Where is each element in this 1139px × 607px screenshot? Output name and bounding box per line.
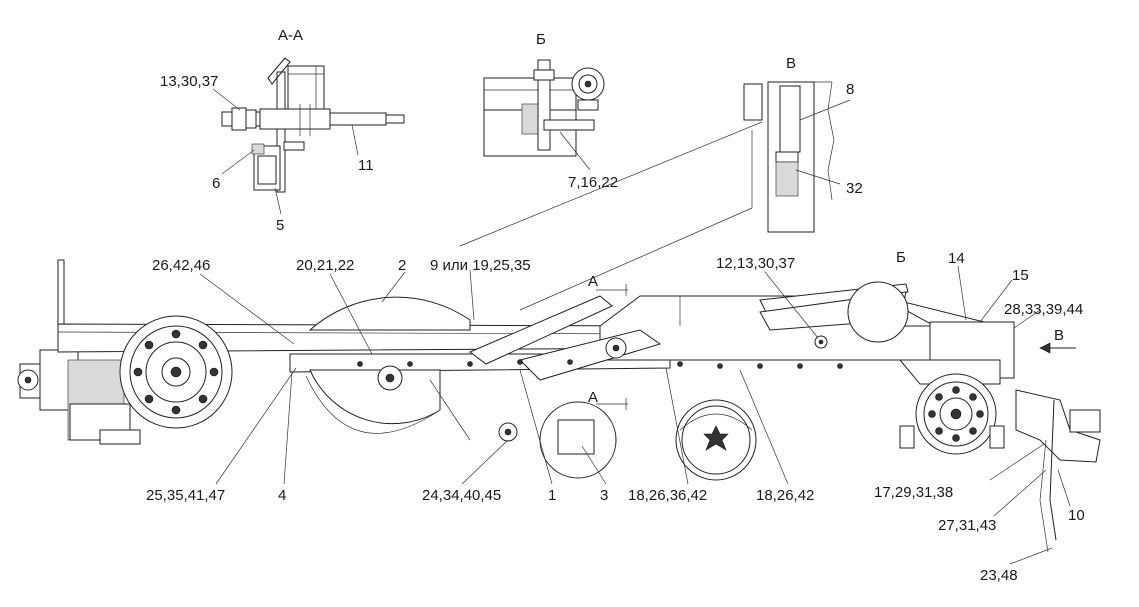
callout-3: 3 <box>600 487 608 504</box>
callout-7-16-22: 7,16,22 <box>568 174 618 191</box>
callout-18-26-42: 18,26,42 <box>756 487 814 504</box>
callout-23-48: 23,48 <box>980 567 1018 584</box>
callout-14: 14 <box>948 250 965 267</box>
callout-17-29-31-38: 17,29,31,38 <box>874 484 953 501</box>
rear-wheel-hub <box>899 373 1005 455</box>
view-b-title: Б <box>536 31 546 48</box>
section-aa-title: А-А <box>278 27 303 44</box>
callout-15: 15 <box>1012 267 1029 284</box>
projection-line-v-1 <box>459 121 763 247</box>
detail-section-aa: А-А 13,30,37 11 6 5 <box>160 27 405 234</box>
callout-6: 6 <box>212 175 220 192</box>
callout-25-35-41-47: 25,35,41,47 <box>146 487 225 504</box>
callout-13-30-37: 13,30,37 <box>160 73 218 90</box>
callout-9-19-25-35: 9 или 19,25,35 <box>430 257 531 274</box>
callout-12-13-30-37: 12,13,30,37 <box>716 255 795 272</box>
callout-leaders <box>199 265 1071 565</box>
front-wheel-hub <box>119 315 233 429</box>
section-marker-a-top: А <box>588 273 598 290</box>
callout-20-21-22: 20,21,22 <box>296 257 354 274</box>
callout-11: 11 <box>358 157 374 174</box>
section-marker-b-frame: Б <box>896 249 906 266</box>
callout-18-26-36-42: 18,26,36,42 <box>628 487 707 504</box>
view-v-arrow-label: В <box>1054 327 1064 344</box>
main-chassis: А А Б В <box>17 249 1101 553</box>
callout-5: 5 <box>276 217 284 234</box>
callout-4: 4 <box>278 487 286 504</box>
callout-10: 10 <box>1068 507 1085 524</box>
callout-labels: 26,42,46 20,21,22 2 9 или 19,25,35 12,13… <box>146 250 1085 584</box>
callout-27-31-43: 27,31,43 <box>938 517 996 534</box>
view-v-title: В <box>786 55 796 72</box>
callout-1: 1 <box>548 487 556 504</box>
callout-28-33-39-44: 28,33,39,44 <box>1004 301 1083 318</box>
callout-2: 2 <box>398 257 406 274</box>
projection-line-v-2 <box>519 207 753 311</box>
detail-view-v: В 8 32 <box>743 55 863 233</box>
section-marker-a-bottom: А <box>588 389 598 406</box>
callout-32: 32 <box>846 180 863 197</box>
callout-26-42-46: 26,42,46 <box>152 257 210 274</box>
callout-8: 8 <box>846 81 854 98</box>
beam-bolt-row <box>357 359 843 369</box>
callout-24-34-40-45: 24,34,40,45 <box>422 487 501 504</box>
detail-view-b: Б 7,16,22 <box>483 31 618 191</box>
